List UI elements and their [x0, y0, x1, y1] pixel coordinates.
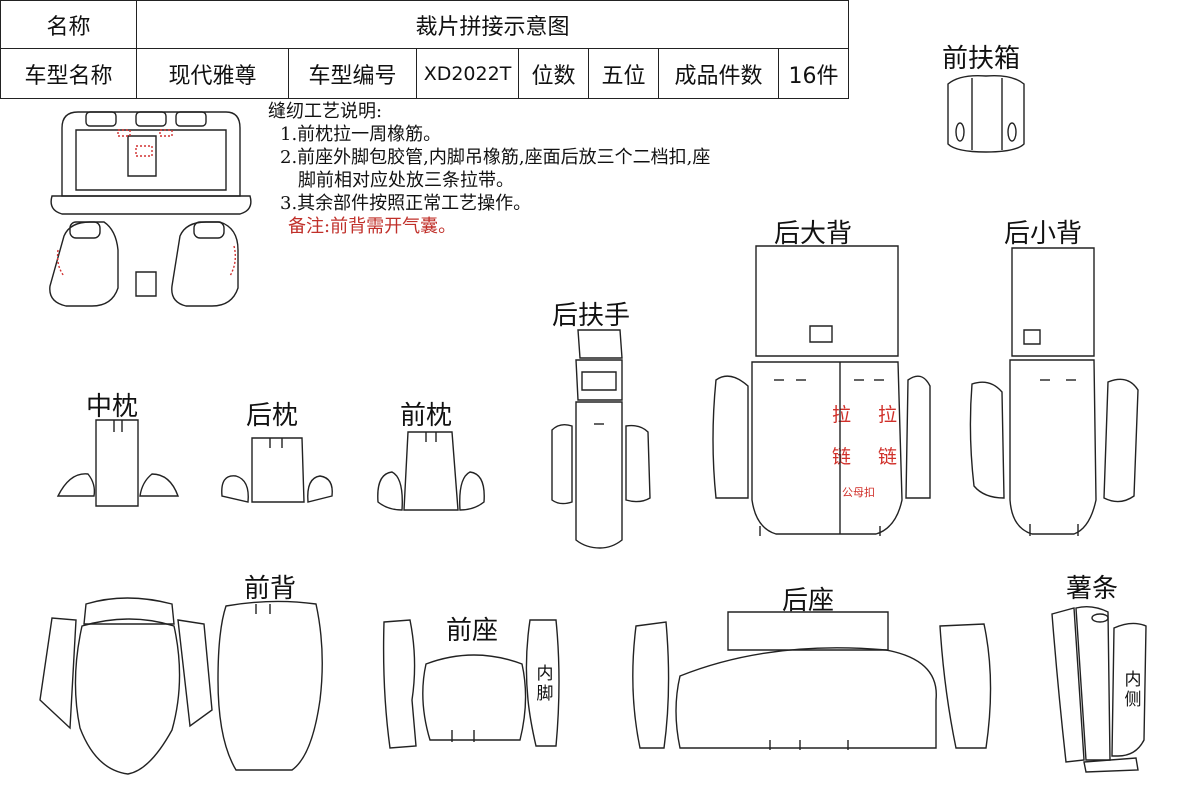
annotation-chain-left: 链: [832, 446, 852, 468]
sewing-notes: 缝纫工艺说明: 1.前枕拉一周橡筋。 2.前座外脚包胶管,内脚吊橡筋,座面后放三…: [268, 100, 868, 238]
pieces-value: 16件: [777, 48, 850, 99]
label-rear-seat: 后座: [782, 586, 835, 616]
notes-item-3: 3.其余部件按照正常工艺操作。: [280, 193, 532, 214]
notes-item-2a: 2.前座外脚包胶管,内脚吊橡筋,座面后放三个二档扣,座: [280, 147, 711, 168]
rear-bench-inner: [76, 130, 226, 190]
label-middle-pillow: 中枕: [86, 392, 139, 422]
label-rear-armrest: 后扶手: [552, 301, 631, 331]
front-seat-left: [50, 222, 118, 306]
annotation-zip-right: 拉: [878, 404, 898, 426]
rear-bench-cushion: [51, 196, 251, 214]
notes-remark: 备注:前背需开气囊。: [288, 216, 457, 237]
label-front-pillow: 前枕: [400, 401, 453, 431]
annotation-inner-foot: 内脚: [536, 664, 554, 704]
label-front-box: 前扶箱: [942, 44, 1021, 74]
label-rear-small-back: 后小背: [1004, 219, 1083, 249]
label-rear-big-back: 后大背: [774, 219, 853, 249]
seats-label: 位数: [518, 48, 589, 99]
annotation-zip-left: 拉: [832, 404, 852, 426]
rear-headrest-center: [136, 112, 166, 126]
piece-rear-armrest: [552, 330, 650, 548]
piece-front-seat: [384, 620, 559, 748]
annotation-chain-right: 链: [878, 446, 898, 468]
seat-overview-illustration: [50, 112, 251, 306]
piece-front-box: [948, 76, 1024, 152]
piece-rear-pillow: [222, 438, 332, 502]
overview-red-marks: [58, 130, 236, 276]
header-table: 名称 裁片拼接示意图 车型名称 现代雅尊 车型编号 XD2022T 位数 五位 …: [0, 0, 850, 99]
model-name-value: 现代雅尊: [136, 48, 289, 99]
label-potato-strip: 薯条: [1066, 574, 1119, 604]
piece-rear-big-back: [713, 246, 930, 536]
label-front-seat: 前座: [446, 616, 499, 646]
name-label-cell: 名称: [0, 0, 137, 49]
notes-item-2b: 脚前相对应处放三条拉带。: [298, 170, 514, 191]
notes-item-1: 1.前枕拉一周橡筋。: [280, 124, 442, 145]
label-rear-pillow: 后枕: [246, 401, 299, 431]
piece-middle-pillow: [58, 420, 178, 506]
piece-rear-small-back: [970, 248, 1138, 536]
center-console: [136, 272, 156, 296]
notes-heading: 缝纫工艺说明:: [268, 101, 383, 122]
piece-potato-strip: [1052, 607, 1146, 772]
front-headrest-right: [194, 222, 224, 238]
rear-headrest-left: [86, 112, 116, 126]
model-code-label: 车型编号: [288, 48, 417, 99]
piece-rear-seat: [633, 612, 991, 750]
annotation-inner-side: 内侧: [1124, 670, 1142, 710]
annotation-male-female-buckle: 公母扣: [842, 486, 875, 499]
pieces-label: 成品件数: [658, 48, 779, 99]
piece-front-pillow: [378, 432, 484, 510]
model-name-label: 车型名称: [0, 48, 137, 99]
rear-bench-back: [62, 112, 240, 196]
rear-headrest-right: [176, 112, 206, 126]
diagram-title: 裁片拼接示意图: [135, 0, 850, 49]
model-code-value: XD2022T: [416, 48, 519, 99]
rear-armrest-slot: [128, 136, 156, 176]
front-headrest-left: [70, 222, 100, 238]
front-seat-right: [172, 222, 238, 306]
piece-front-back: [40, 598, 322, 774]
label-front-back: 前背: [244, 574, 297, 604]
